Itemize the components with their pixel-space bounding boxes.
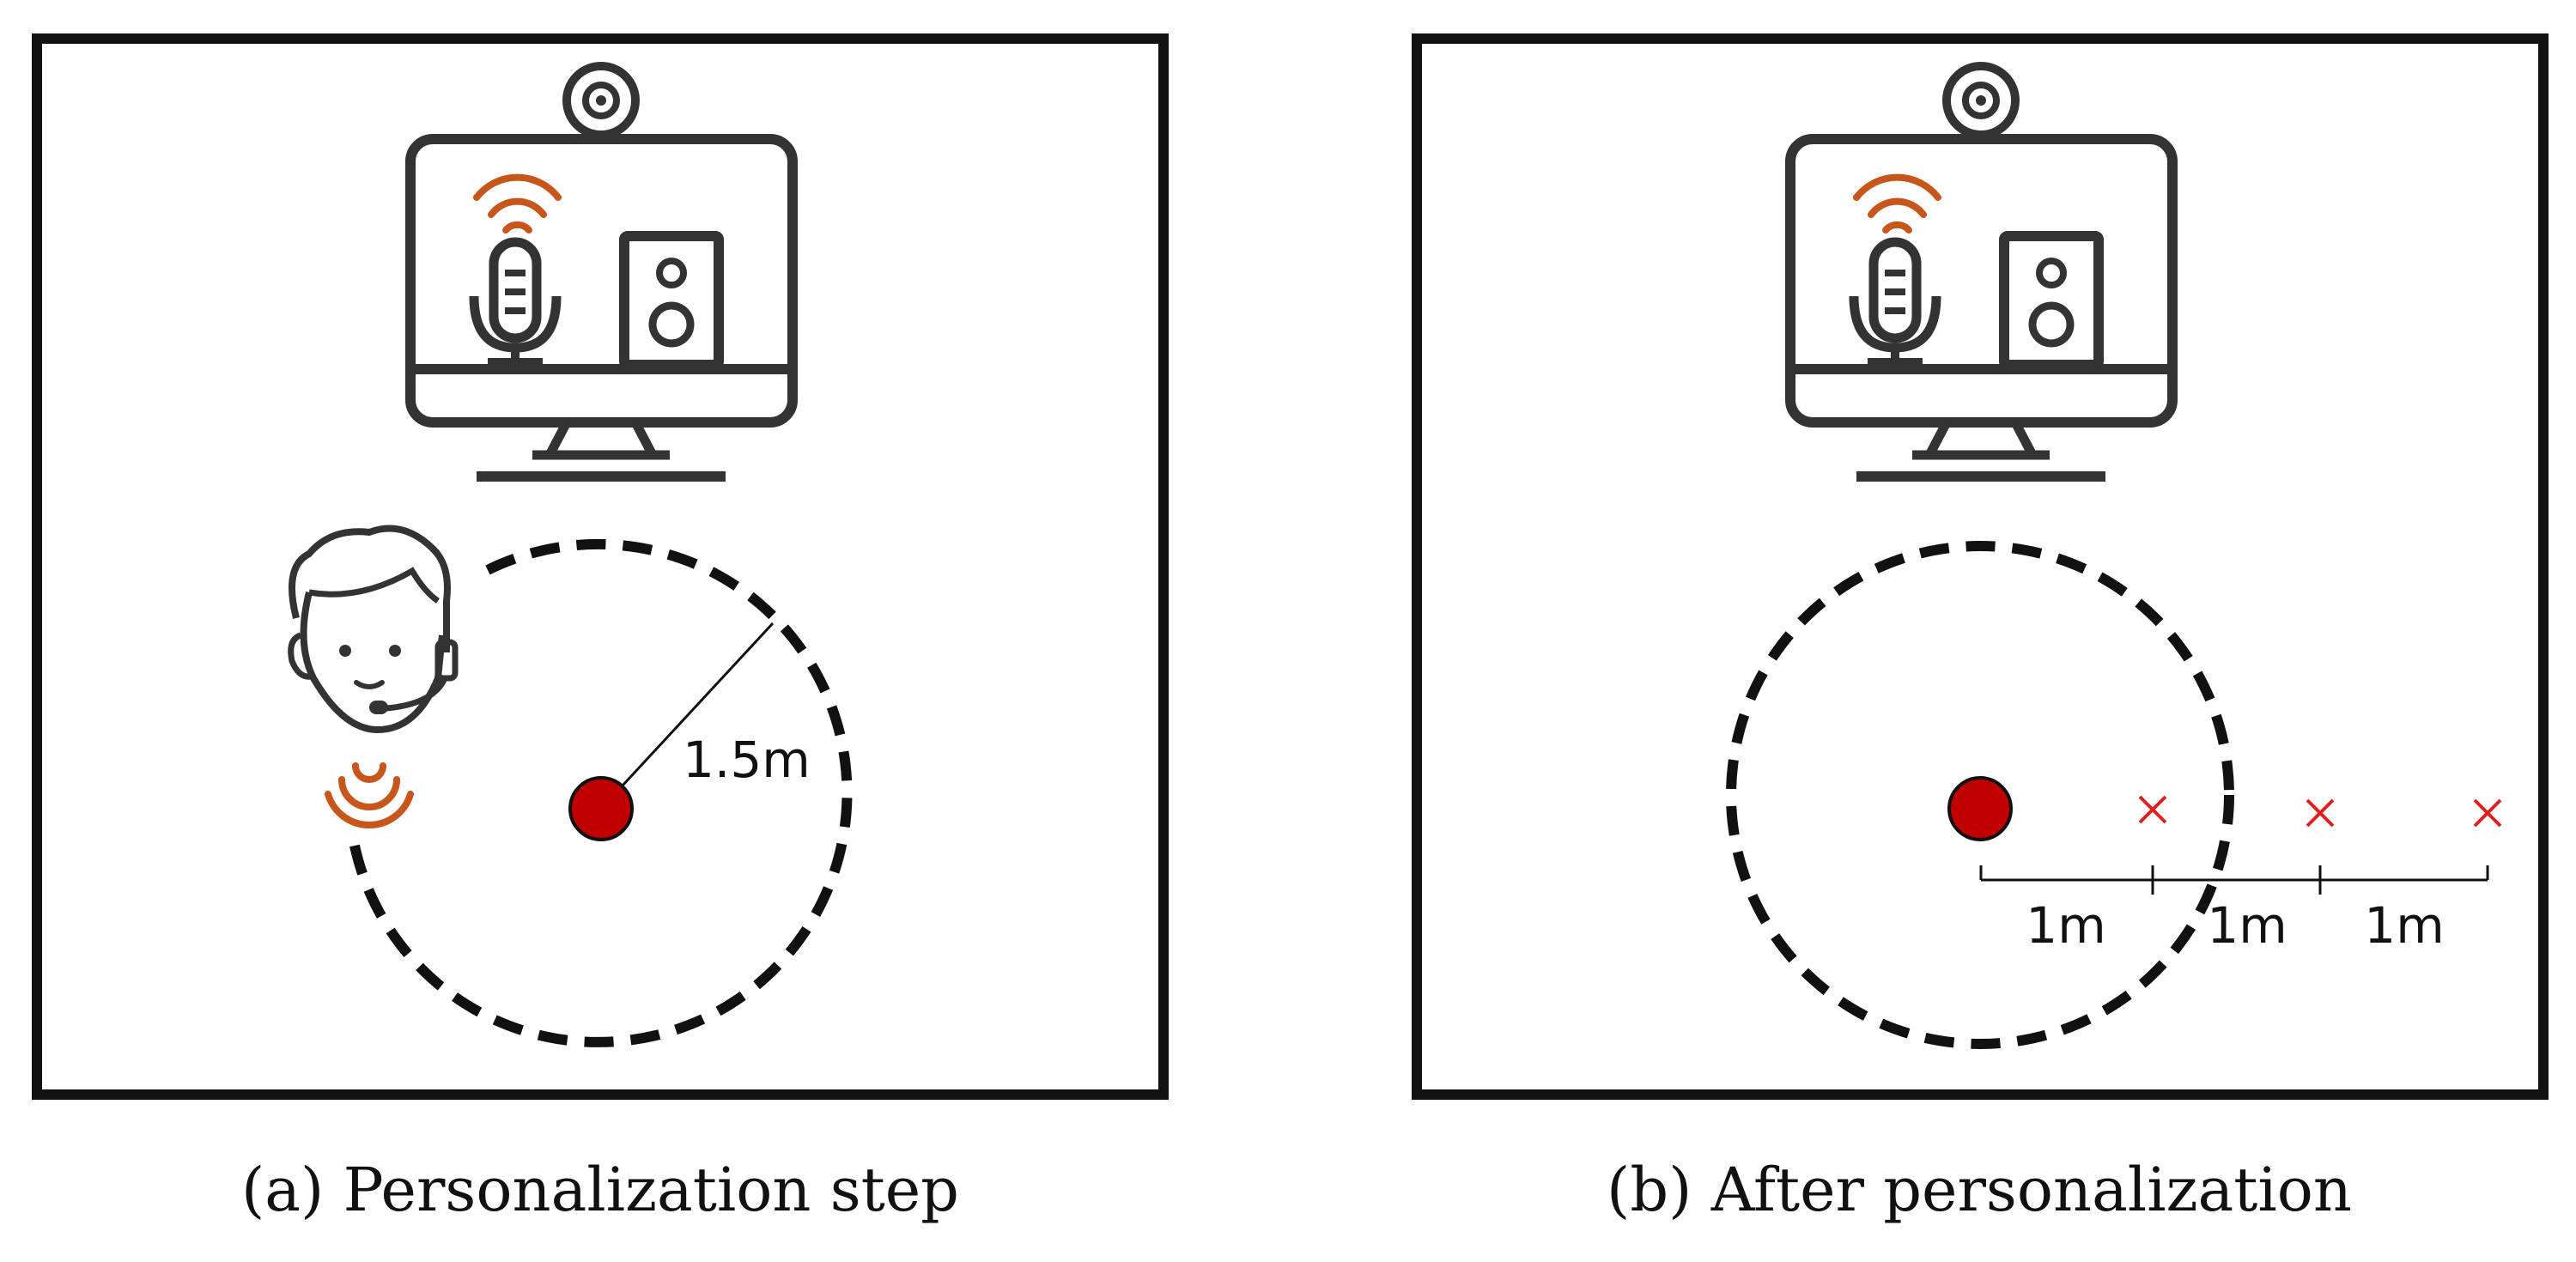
center-dot (1947, 776, 2013, 841)
distance-label-1: 1m (2026, 896, 2105, 955)
panel-b: 1m 1m 1m (b) After personalization (1412, 33, 2549, 1225)
distance-label-3: 1m (2364, 896, 2444, 955)
range-circle (1726, 541, 2234, 1049)
radius-line (599, 622, 775, 810)
speaker-icon (619, 231, 724, 370)
panel-a: 1.5m (a) Personalization step (32, 33, 1169, 1225)
monitor-icon (405, 62, 798, 482)
cross-marker-2 (2306, 798, 2335, 828)
wifi-waves-icon (473, 173, 562, 234)
webcam-icon (1942, 62, 2020, 139)
headset-user-icon (288, 525, 459, 733)
microphone-icon (469, 237, 562, 367)
panel-a-caption: (a) Personalization step (241, 1155, 959, 1225)
center-dot (568, 776, 634, 841)
microphone-icon (1849, 237, 1941, 367)
cross-marker-3 (2473, 798, 2502, 828)
monitor-icon (1785, 62, 2178, 482)
panel-b-caption: (b) After personalization (1607, 1155, 2352, 1225)
voice-waves-icon (325, 762, 414, 828)
speaker-icon (1999, 231, 2104, 370)
panel-b-frame (1412, 33, 2549, 1100)
distance-label-2: 1m (2207, 896, 2287, 955)
panel-a-frame (32, 33, 1169, 1100)
wifi-waves-icon (1853, 173, 1941, 234)
cross-marker-1 (2138, 795, 2167, 824)
webcam-icon (562, 62, 640, 139)
range-circle (349, 538, 853, 1047)
radius-label: 1.5m (683, 731, 811, 789)
distance-bracket (1979, 865, 2489, 895)
